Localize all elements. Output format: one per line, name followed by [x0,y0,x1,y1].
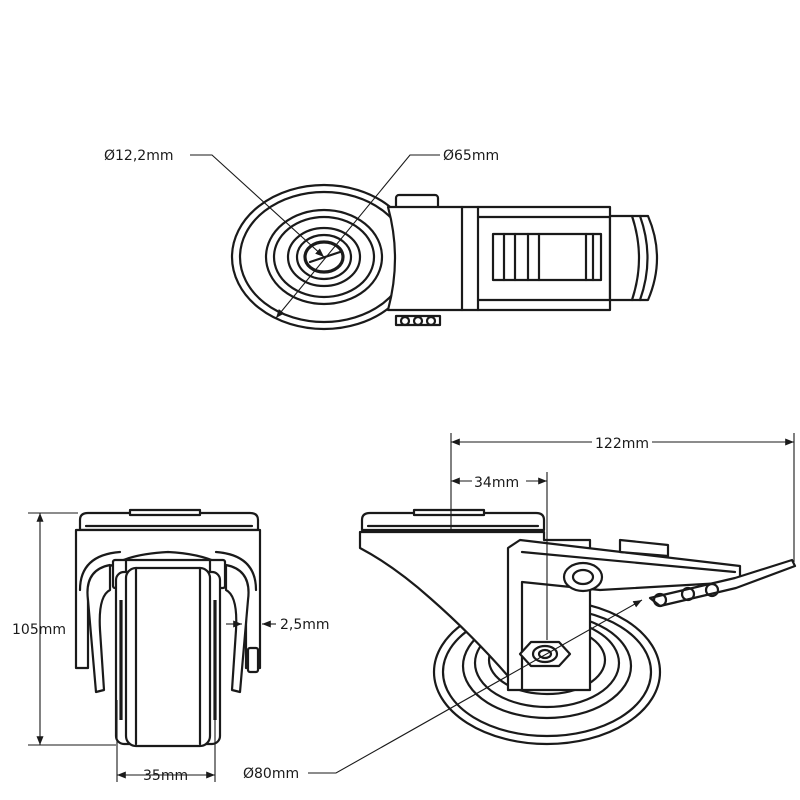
dim-fork-thickness-label: 2,5mm [280,617,330,633]
dim-height-label: 105mm [12,622,66,638]
top-view-leaders [190,154,440,319]
front-view-plate [78,508,260,532]
dim-total-length-label: 122mm [595,436,649,452]
offset-label-bg [472,473,526,489]
side-view-brake [562,538,797,608]
dim-offset-label: 34mm [474,475,519,491]
side-view: 122mm 34mm Ø80mm [243,433,797,782]
dim-wheel-diameter-label: Ø80mm [243,766,299,782]
front-view-dimensions [28,512,276,782]
front-view: 105mm 2,5mm 35mm [12,508,330,784]
dim-wheel-width-label: 35mm [143,768,188,784]
top-view-fork-body [386,193,659,327]
side-view-axle-nut [518,640,572,668]
dim-bolt-hole-label: Ø12,2mm [104,148,173,164]
side-view-plate [360,508,546,532]
top-view: Ø12,2mm Ø65mm [104,148,659,331]
front-view-wheel [114,566,260,748]
dim-wheel-top-label: Ø65mm [443,148,499,164]
total-length-label-bg [592,434,652,450]
